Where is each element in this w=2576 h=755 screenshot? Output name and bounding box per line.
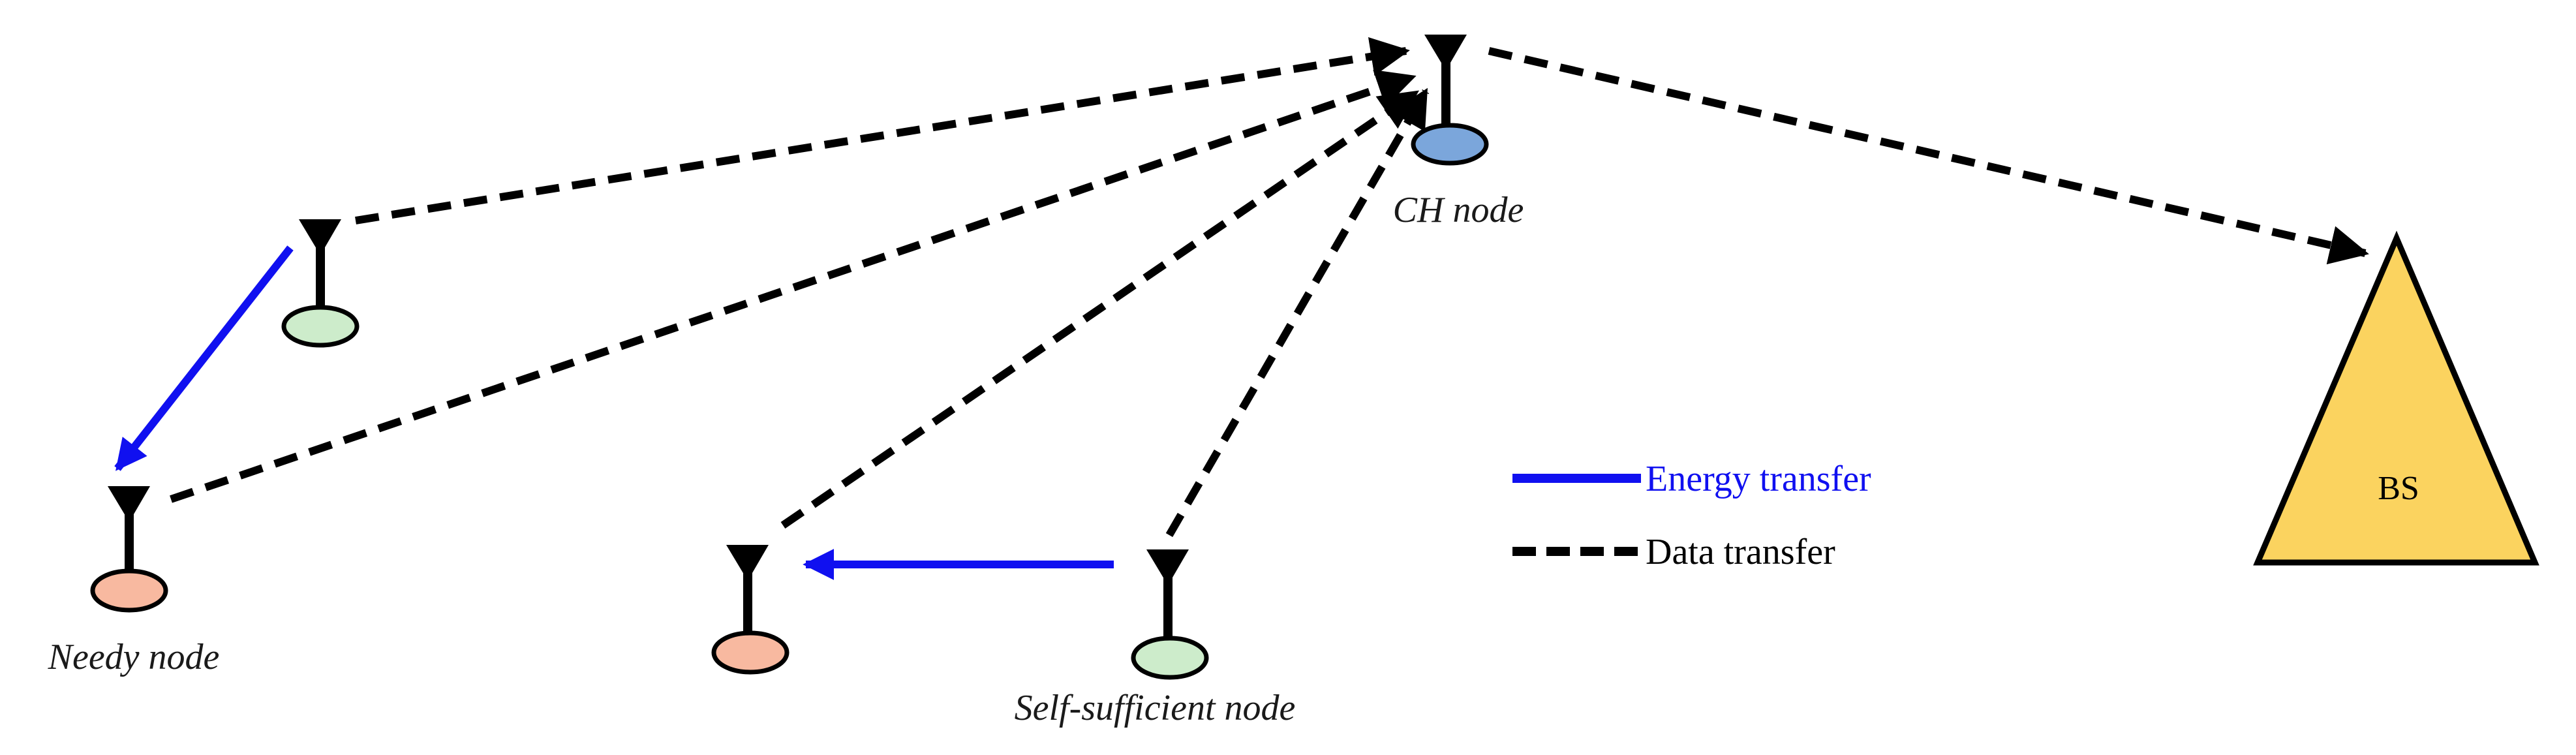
needy-node-label: Needy node xyxy=(48,637,220,677)
data-arrow-self-sufficient-to-ch xyxy=(1165,87,1430,538)
self-sufficient-node-label: Self-sufficient node xyxy=(1015,688,1296,728)
ch-node xyxy=(1411,35,1489,166)
bs-triangle xyxy=(2253,230,2539,566)
energy-arrow-top-left-to-needy xyxy=(114,245,294,471)
ch-node-label: CH node xyxy=(1393,190,1524,230)
legend-energy-text: Energy transfer xyxy=(1646,459,1871,499)
needy-node-bottom-center xyxy=(711,545,790,675)
data-arrow-bottom-center-to-ch xyxy=(780,89,1419,529)
ch-node-body xyxy=(1411,123,1489,166)
self-sufficient-node xyxy=(1131,549,1209,680)
data-transfer-arrows xyxy=(170,37,2369,538)
legend-data-text: Data transfer xyxy=(1646,532,1835,572)
antenna-icon xyxy=(299,219,341,255)
needy-node xyxy=(90,486,168,613)
base-station: BS xyxy=(2253,230,2539,566)
self-sufficient-node-body xyxy=(1131,636,1209,680)
legend: Energy transfer Data transfer xyxy=(1512,459,1871,572)
self-sufficient-node-top-left xyxy=(281,219,360,348)
node-body xyxy=(281,305,360,348)
node-body xyxy=(711,630,790,675)
data-arrow-top-left-to-ch xyxy=(355,37,1410,224)
antenna-icon xyxy=(108,486,150,522)
antenna-icon xyxy=(1424,35,1467,70)
antenna-icon xyxy=(1146,549,1189,585)
bs-label: BS xyxy=(2378,470,2419,507)
needy-node-body xyxy=(90,568,168,613)
data-arrow-ch-to-bs xyxy=(1488,47,2369,265)
energy-transfer-arrows xyxy=(114,245,1114,580)
antenna-icon xyxy=(726,545,769,581)
